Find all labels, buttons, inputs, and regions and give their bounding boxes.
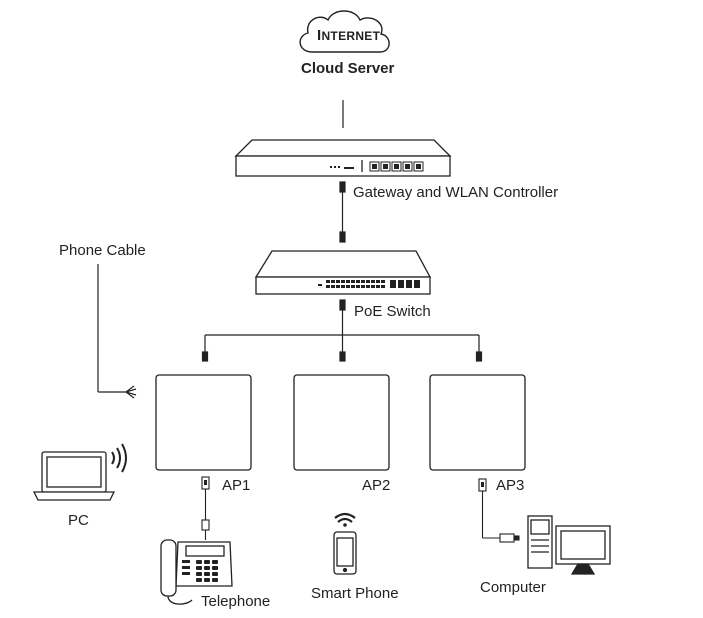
switch-distribution-cables bbox=[201, 299, 483, 362]
internet-label-initial: I bbox=[317, 27, 322, 44]
laptop-icon bbox=[32, 451, 116, 501]
internet-label-rest: NTERNET bbox=[321, 29, 381, 43]
smart-phone-icon bbox=[333, 531, 357, 575]
ap3-label: AP3 bbox=[496, 477, 525, 494]
internet-label: INTERNET bbox=[317, 28, 380, 43]
computer-tower-icon bbox=[527, 515, 553, 569]
poe-switch-icon bbox=[254, 250, 432, 295]
laptop-wifi-icon bbox=[111, 443, 127, 473]
ap1-label: AP1 bbox=[222, 477, 251, 494]
ap3-icon bbox=[429, 374, 526, 471]
ap1-icon bbox=[155, 374, 252, 471]
wifi-signal-icon bbox=[334, 512, 356, 527]
cloud-server-label: Cloud Server bbox=[301, 60, 395, 77]
telephone-label: Telephone bbox=[201, 593, 271, 610]
telephone-icon bbox=[160, 539, 233, 605]
phone-cable-line bbox=[97, 264, 137, 399]
ap3-port-cable bbox=[478, 478, 520, 543]
ap2-icon bbox=[293, 374, 390, 471]
ap2-label: AP2 bbox=[362, 477, 391, 494]
computer-monitor-icon bbox=[555, 525, 611, 575]
phone-cable-label: Phone Cable bbox=[59, 242, 146, 259]
pc-label: PC bbox=[68, 512, 89, 529]
gateway-device-icon bbox=[234, 139, 452, 177]
gateway-label: Gateway and WLAN Controller bbox=[353, 184, 559, 201]
smart-phone-label: Smart Phone bbox=[311, 585, 399, 602]
poe-switch-label: PoE Switch bbox=[354, 303, 431, 320]
gateway-switch-cable bbox=[339, 181, 346, 243]
ap1-port-cable bbox=[201, 476, 210, 540]
computer-label: Computer bbox=[480, 579, 546, 596]
internet-cloud-icon bbox=[299, 10, 390, 53]
